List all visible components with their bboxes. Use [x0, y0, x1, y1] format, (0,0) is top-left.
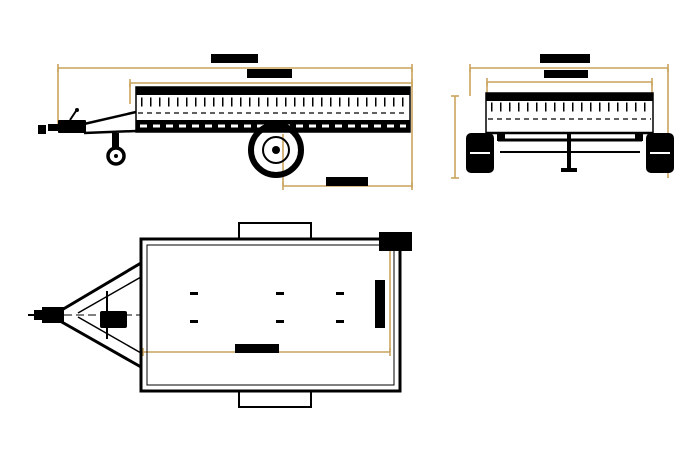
- tie-down: [336, 292, 344, 295]
- dimension-text-block: [540, 54, 590, 63]
- wheel-under-bed: [375, 280, 385, 328]
- dimension-text-block: [235, 344, 279, 353]
- tie-down: [276, 292, 284, 295]
- dimension-text-block: [211, 54, 258, 63]
- a-frame-bottom-arm-inner: [77, 316, 142, 354]
- front-view: [451, 54, 674, 179]
- tie-down: [276, 320, 284, 323]
- plan-dimension-lines: [142, 238, 394, 356]
- jockey-wheel-plan: [100, 311, 127, 328]
- plan-dimension-texts: [235, 344, 279, 353]
- coupler-tip: [48, 124, 60, 131]
- tire: [248, 122, 304, 178]
- plan-trailer-bed: [139, 222, 412, 408]
- dimension-text-block: [544, 70, 588, 78]
- front-dimension-texts: [540, 54, 590, 78]
- side-drawbar: [38, 108, 137, 166]
- hitch-coupler: [58, 120, 86, 133]
- spring-hanger-right: [635, 133, 643, 141]
- tie-down: [336, 320, 344, 323]
- plan-drawbar: [28, 261, 142, 369]
- front-undercarriage: [497, 133, 643, 172]
- a-frame-top-arm: [59, 261, 142, 313]
- drawbar-bottom-edge: [83, 129, 137, 135]
- side-dimension-texts: [211, 54, 368, 186]
- corner-fitting: [379, 232, 412, 251]
- plan-view: [28, 222, 412, 408]
- a-frame-bottom-arm: [59, 319, 142, 369]
- front-top-rail: [486, 93, 653, 101]
- front-wheels: [466, 133, 674, 173]
- bed-top-rail: [136, 87, 410, 95]
- center-post-foot: [561, 168, 577, 172]
- rim: [262, 136, 290, 164]
- bed-inner-wall: [146, 244, 395, 386]
- dimension-text-block: [247, 69, 292, 78]
- front-trailer-body: [485, 92, 654, 135]
- tie-down-marks: [190, 292, 344, 323]
- side-wheel: [248, 122, 304, 178]
- drawbar-top-edge: [83, 110, 137, 126]
- front-panel-tab: [238, 222, 312, 240]
- jockey-hub: [114, 154, 118, 158]
- coupler-handle-knob: [75, 108, 79, 112]
- hitch-coupler-plan: [42, 307, 64, 323]
- dimension-text-block: [326, 177, 368, 186]
- jockey-wheel: [106, 146, 126, 166]
- jockey-post: [112, 133, 119, 149]
- coupler-handle: [69, 110, 77, 121]
- hub: [272, 146, 280, 154]
- a-frame-top-arm-inner: [77, 276, 142, 314]
- coupler-tip-plan: [34, 310, 44, 320]
- rear-panel-tab: [238, 390, 312, 408]
- tie-down: [190, 320, 198, 323]
- bed-outline: [139, 237, 402, 393]
- spring-hanger-left: [497, 133, 505, 141]
- side-view: [38, 54, 413, 190]
- hitch-ball-mark: [38, 125, 46, 134]
- tie-down: [190, 292, 198, 295]
